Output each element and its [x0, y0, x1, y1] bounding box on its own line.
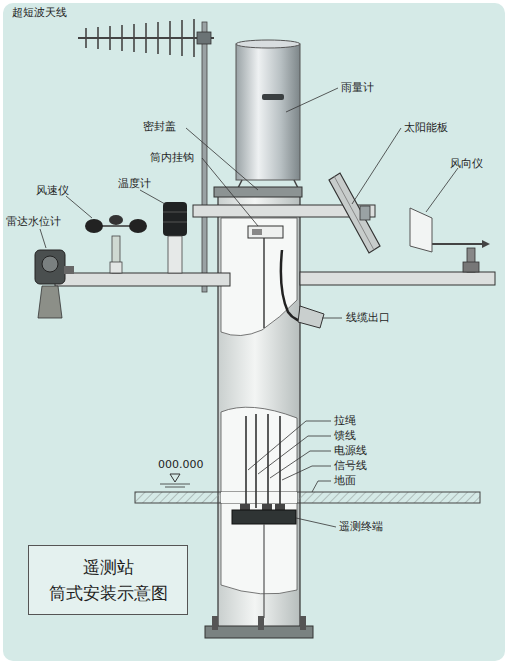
callout-label: 000.000	[158, 458, 204, 471]
callout-label: 信号线	[334, 459, 367, 472]
callout-label: 馈线	[334, 429, 356, 442]
callout-label: 温度计	[118, 177, 151, 190]
callout-label: 雷达水位计	[6, 215, 61, 228]
callout-label: 雨量计	[341, 81, 374, 94]
callout-label: 线缆出口	[346, 311, 390, 324]
callout-label: 筒内挂钩	[150, 151, 194, 164]
callout-label: 遥测终端	[339, 520, 383, 533]
callout-label: 风速仪	[36, 184, 69, 197]
callout-label: 电源线	[334, 444, 367, 457]
callout-label: 拉绳	[334, 414, 356, 427]
title-box: 遥测站 筒式安装示意图	[28, 545, 188, 615]
callout-label: 地面	[334, 474, 356, 487]
callout-label: 超短波天线	[12, 6, 67, 19]
callout-label: 密封盖	[143, 120, 176, 133]
callout-label: 太阳能板	[404, 121, 448, 134]
callout-label: 风向仪	[450, 157, 483, 170]
